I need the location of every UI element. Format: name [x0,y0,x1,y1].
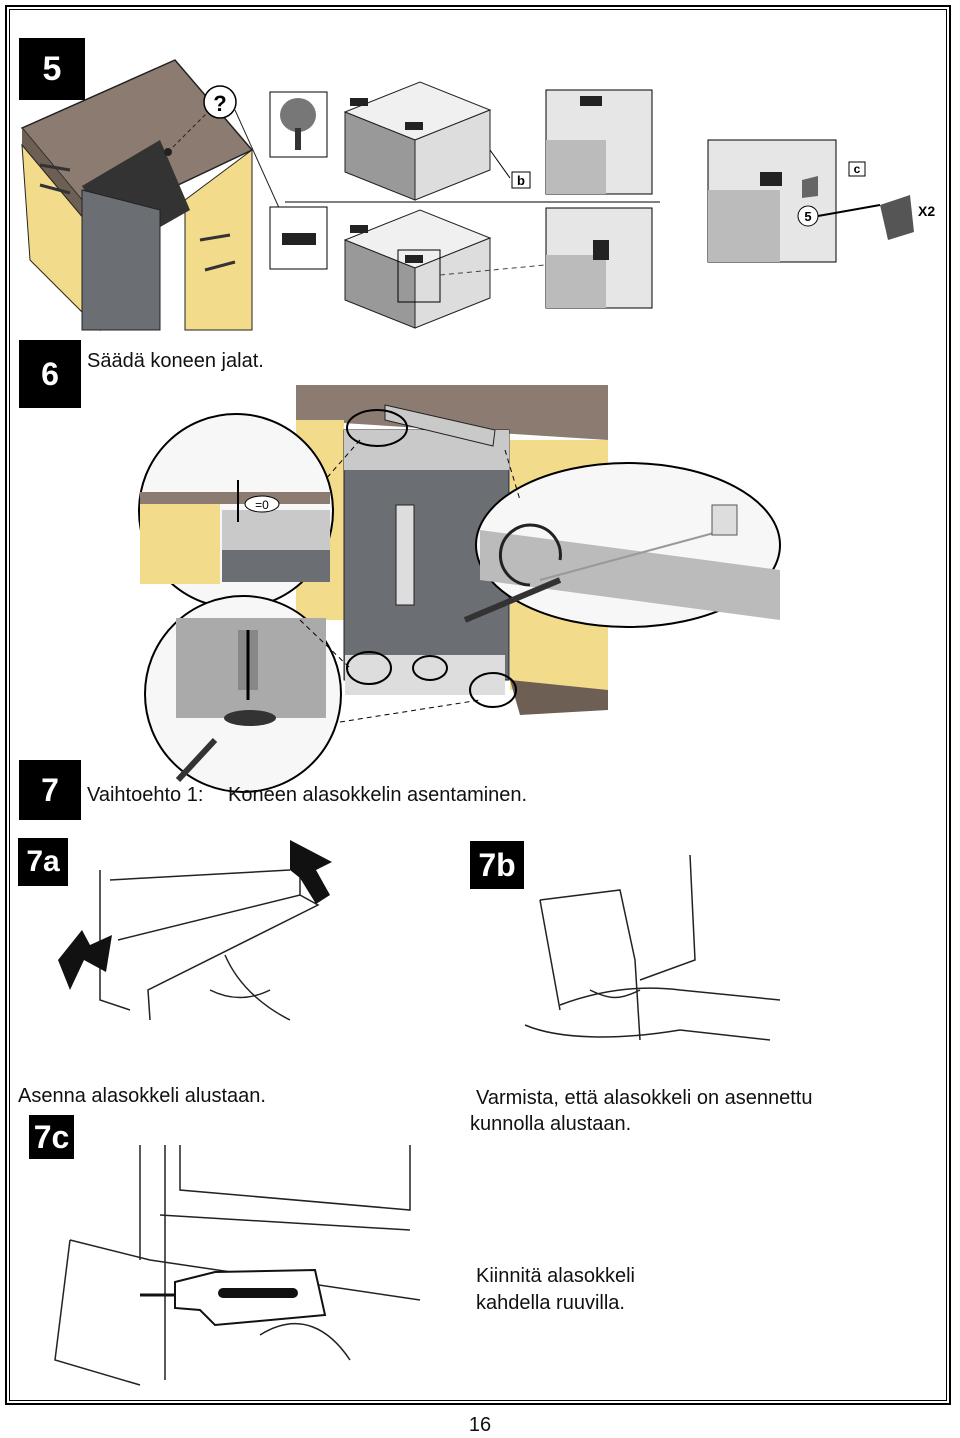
step-7b-badge: 7b [470,841,524,889]
tree-icon [280,98,316,150]
svg-text:X2: X2 [918,203,935,219]
question-mark: ? [213,91,226,116]
step-7a-caption: Asenna alasokkeli alustaan. [18,1085,266,1107]
step-7-text: Koneen alasokkelin asentaminen. [228,784,528,806]
arrow-left-icon [58,930,112,990]
closeup-panel-3 [707,139,837,263]
step-7c-caption-line1: Kiinnitä alasokkeli [476,1265,635,1287]
closeup-panel-2 [545,207,653,309]
foot-callout [144,595,342,793]
svg-text:c: c [854,162,861,176]
page-border [5,5,951,1405]
step-7-option-label: Vaihtoehto 1: [87,784,204,806]
closeup-panel-1 [545,89,653,195]
page-border-inner [9,9,947,1401]
step-7a-illustration [58,840,332,1021]
page-number: 16 [468,1414,492,1436]
drill-icon [140,1268,327,1327]
step-6-badge: 6 [19,340,81,408]
step-7a-badge: 7a [18,838,68,886]
arrow-right-icon [290,840,332,904]
svg-text:5: 5 [804,209,811,224]
svg-text:=0: =0 [255,498,269,512]
step-7b-caption-line1: Varmista, että alasokkeli on asennettu [476,1087,813,1109]
step-5-illustration: ? b 5 [20,59,935,332]
step-6-text: Säädä koneen jalat. [87,350,264,372]
step-5-badge: 5 [19,38,85,100]
step-7b-illustration [524,854,781,1041]
spacer-block-icon [282,233,316,245]
end-cap-icon [880,195,914,240]
appliance-top-1 [343,81,492,201]
appliance-top-2 [343,209,492,329]
step-6-illustration: =0 [138,385,781,793]
svg-text:b: b [517,173,525,188]
step-7c-caption-line2: kahdella ruuvilla. [476,1292,625,1314]
kitchen-scene [20,59,281,332]
step-7c-illustration [54,1145,421,1386]
step-7c-badge: 7c [29,1115,74,1159]
step-7b-caption-line2: kunnolla alustaan. [470,1113,632,1135]
screwdriver-callout [463,462,781,628]
step-7-badge: 7 [19,760,81,820]
